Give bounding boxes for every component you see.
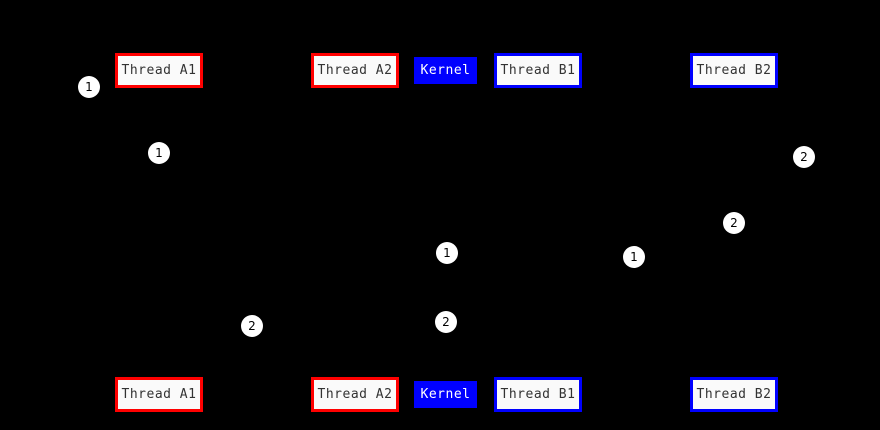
message-8 — [355, 322, 445, 323]
participant-top-thread-a1[interactable]: Thread A1 — [115, 53, 203, 88]
participant-label: Thread B2 — [696, 387, 772, 402]
participant-label: Thread B1 — [500, 63, 576, 78]
participant-bottom-thread-b1[interactable]: Thread B1 — [494, 377, 582, 412]
step-badge: 1 — [148, 142, 170, 164]
message-5 — [445, 253, 538, 254]
step-badge: 2 — [435, 311, 457, 333]
participant-bottom-thread-a1[interactable]: Thread A1 — [115, 377, 203, 412]
participant-label: Thread B1 — [500, 387, 576, 402]
lifeline-thread-a2 — [355, 88, 356, 377]
participant-top-thread-b1[interactable]: Thread B1 — [494, 53, 582, 88]
participant-bottom-kernel[interactable]: Kernel — [414, 381, 477, 408]
participant-label: Thread A1 — [121, 387, 197, 402]
lifeline-thread-a1 — [159, 88, 160, 377]
participant-label: Kernel — [420, 63, 471, 78]
participant-bottom-thread-a2[interactable]: Thread A2 — [311, 377, 399, 412]
step-badge: 2 — [793, 146, 815, 168]
participant-label: Thread B2 — [696, 63, 772, 78]
step-badge: 1 — [623, 246, 645, 268]
participant-label: Thread A2 — [317, 63, 393, 78]
message-3 — [734, 157, 804, 158]
step-badge: 2 — [723, 212, 745, 234]
participant-top-thread-b2[interactable]: Thread B2 — [690, 53, 778, 88]
step-badge: 1 — [78, 76, 100, 98]
step-badge: 1 — [436, 242, 458, 264]
participant-top-kernel[interactable]: Kernel — [414, 57, 477, 84]
participant-label: Thread A1 — [121, 63, 197, 78]
message-6 — [445, 257, 634, 258]
lifeline-kernel — [445, 84, 446, 381]
participant-label: Kernel — [420, 387, 471, 402]
participant-label: Thread A2 — [317, 387, 393, 402]
lifeline-thread-b1 — [538, 88, 539, 377]
step-badge: 2 — [241, 315, 263, 337]
participant-bottom-thread-b2[interactable]: Thread B2 — [690, 377, 778, 412]
participant-top-thread-a2[interactable]: Thread A2 — [311, 53, 399, 88]
